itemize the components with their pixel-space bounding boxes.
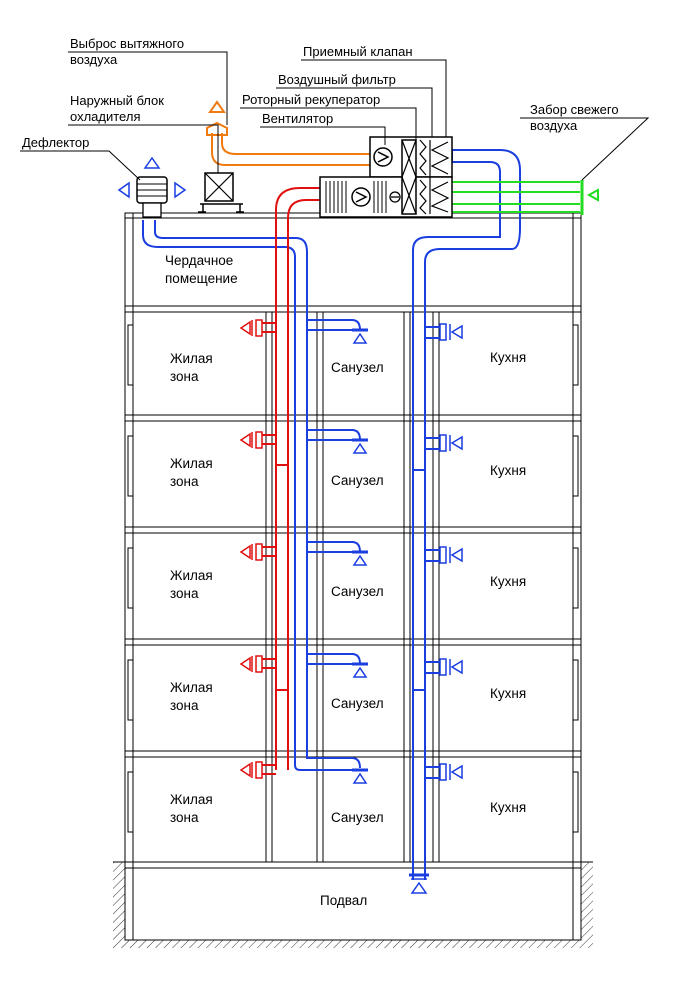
ground-hatch <box>113 861 593 948</box>
kitchen-label: Кухня <box>490 350 526 365</box>
kitchen-exhaust-grilles <box>439 323 463 781</box>
living-zone-label-2: зона <box>170 810 199 825</box>
windows <box>127 324 579 833</box>
deflector <box>117 156 187 218</box>
attic-label-line1: Чердачное <box>165 253 233 268</box>
fresh-air-duct <box>452 180 599 215</box>
filter-icon <box>419 139 427 215</box>
leader-lines <box>20 51 650 181</box>
callouts: Выброс вытяжного воздуха Приемный клапан… <box>22 36 619 150</box>
air-handling-unit <box>319 136 453 218</box>
fan-icon-lower <box>351 187 371 207</box>
living-zone-label-2: зона <box>170 474 199 489</box>
outlet-duct <box>206 100 372 166</box>
rotary-recuperator-label: Роторный рекуператор <box>242 92 380 107</box>
bathroom-label: Санузел <box>331 360 384 375</box>
building-structure <box>113 212 593 948</box>
basement-exhaust-grille <box>409 873 429 894</box>
air-filter-label: Воздушный фильтр <box>278 72 396 87</box>
fan-icon <box>373 147 393 167</box>
living-zone-label-2: зона <box>170 369 199 384</box>
fresh-intake-label-2: воздуха <box>530 118 578 133</box>
valve-icon <box>429 140 450 214</box>
rotor-recuperator-icon <box>401 139 417 215</box>
living-zone-label-2: зона <box>170 698 199 713</box>
exhaust-outlet-label: Выброс вытяжного <box>70 36 184 51</box>
arrow-right-icon <box>174 181 187 199</box>
living-zone-label: Жилая <box>170 792 213 807</box>
kitchen-label: Кухня <box>490 463 526 478</box>
living-zone-label: Жилая <box>170 456 213 471</box>
fan-label: Вентилятор <box>262 111 333 126</box>
outdoor-unit <box>198 172 244 213</box>
floor-slabs <box>125 305 581 869</box>
living-zone-label: Жилая <box>170 568 213 583</box>
bathroom-label: Санузел <box>331 696 384 711</box>
exhaust-outlet-label-2: воздуха <box>70 52 118 67</box>
bathroom-label: Санузел <box>331 473 384 488</box>
living-zone-label: Жилая <box>170 351 213 366</box>
deflector-label: Дефлектор <box>22 135 89 150</box>
bathroom-exhaust-grilles <box>352 328 368 784</box>
kitchen-label: Кухня <box>490 800 526 815</box>
basement-label: Подвал <box>320 893 367 908</box>
bathroom-label: Санузел <box>331 810 384 825</box>
supply-ducts <box>262 187 320 775</box>
exhaust-ducts <box>142 149 521 880</box>
bathroom-label: Санузел <box>331 584 384 599</box>
room-labels: Чердачное помещение Жилая зона Санузел К… <box>165 253 526 908</box>
heater-icon <box>389 191 401 203</box>
arrow-left-icon <box>117 181 130 199</box>
kitchen-label: Кухня <box>490 686 526 701</box>
outdoor-unit-label: Наружный блок <box>70 93 164 108</box>
attic-label-line2: помещение <box>165 271 238 286</box>
outdoor-unit-label-2: охладителя <box>70 109 140 124</box>
supply-diffusers <box>239 319 263 779</box>
grille-section <box>325 181 387 213</box>
kitchen-label: Кухня <box>490 574 526 589</box>
fresh-intake-label: Забор свежего <box>530 102 619 117</box>
supply-valve-label: Приемный клапан <box>303 44 413 59</box>
living-zone-label-2: зона <box>170 586 199 601</box>
arrow-up-icon <box>143 156 161 169</box>
living-zone-label: Жилая <box>170 680 213 695</box>
